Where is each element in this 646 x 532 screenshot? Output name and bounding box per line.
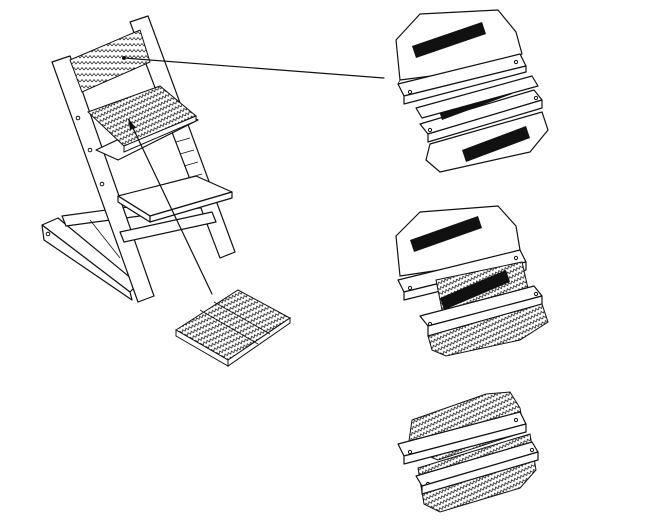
leader-lines (122, 56, 385, 295)
seat-cushion (175, 289, 291, 367)
panel-cushion-attaching (395, 205, 549, 357)
high-chair (41, 15, 291, 367)
panel-cushion-installed (397, 391, 539, 513)
panel-adhesive-strips (395, 9, 549, 173)
